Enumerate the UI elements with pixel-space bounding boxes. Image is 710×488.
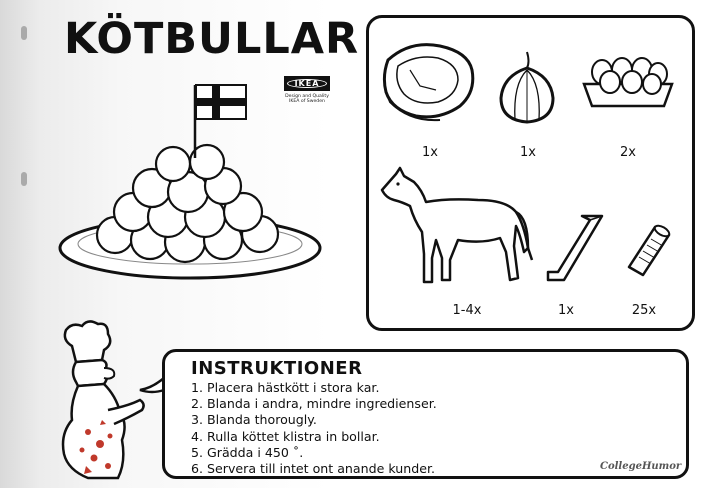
qty-allen-key: 1x <box>558 303 574 318</box>
wooden-dowel-icon <box>627 224 671 277</box>
ikea-wordmark: IKEA <box>294 79 320 88</box>
instruction-step: 6. Servera till intet ont anande kunder. <box>191 461 435 477</box>
collegehumor-watermark: CollegeHumor <box>600 461 682 472</box>
meatball-plate-icon <box>58 84 322 280</box>
steak-icon <box>382 43 475 122</box>
speech-tail <box>139 377 165 394</box>
qty-dowel: 25x <box>631 303 657 318</box>
instruction-step: 2. Blanda i andra, mindre ingredienser. <box>191 396 437 412</box>
cabinet-hinge-top <box>21 26 27 40</box>
chef-character-icon <box>61 320 145 480</box>
instructions-list: 1. Placera hästkött i stora kar. 2. Blan… <box>191 380 437 477</box>
qty-horse: 1-4x <box>452 303 482 318</box>
qty-eggs: 2x <box>620 145 636 160</box>
ikea-tagline: Design and Quality IKEA of Sweden <box>283 94 331 104</box>
instruction-step: 5. Grädda i 450 ˚. <box>191 444 304 460</box>
ikea-logo: IKEA Design and Quality IKEA of Sweden <box>283 76 331 104</box>
instruction-step: 4. Rulla köttet klistra in bollar. <box>191 428 380 444</box>
allen-key-icon <box>546 214 604 282</box>
ikea-logo-box: IKEA <box>284 76 330 91</box>
horse-icon <box>380 166 534 284</box>
qty-steak: 1x <box>422 145 438 160</box>
instruction-step: 3. Blanda thorougly. <box>191 412 317 428</box>
egg-carton-icon <box>582 57 674 108</box>
instructions-heading: INSTRUKTIONER <box>191 358 363 379</box>
cabinet-hinge-middle <box>21 172 27 186</box>
instruction-step: 1. Placera hästkött i stora kar. <box>191 380 380 395</box>
ikea-logo-oval <box>287 79 327 88</box>
qty-onion: 1x <box>520 145 536 160</box>
ikea-tagline-line1: Design and Quality <box>285 94 329 99</box>
onion-icon <box>499 51 555 124</box>
instructions-box: INSTRUKTIONER 1. Placera hästkött i stor… <box>162 349 689 479</box>
page-title: KÖTBULLAR <box>64 14 360 64</box>
ikea-tagline-line2: IKEA of Sweden <box>289 99 325 105</box>
